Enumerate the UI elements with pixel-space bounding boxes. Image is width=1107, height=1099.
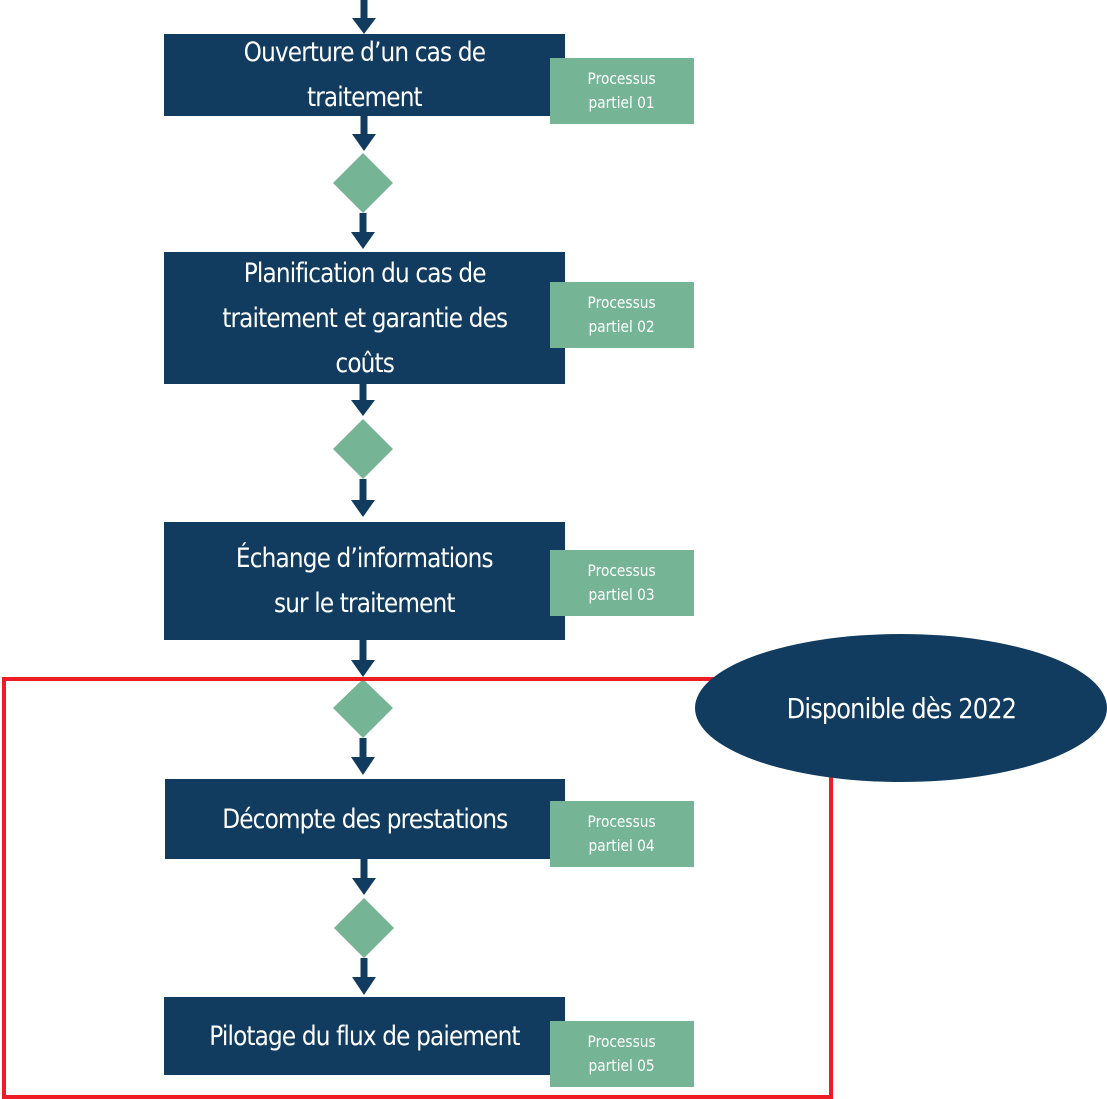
availability-ellipse: Disponible dès 2022 [695, 634, 1107, 782]
arrow-down-icon [352, 116, 376, 151]
arrow-down-icon [352, 859, 376, 895]
subprocess-tag: Processus partiel 04 [550, 801, 694, 867]
subprocess-tag: Processus partiel 01 [550, 58, 694, 124]
subprocess-tag-label: Processus partiel 04 [587, 812, 657, 855]
arrow-down-icon [352, 0, 376, 34]
step-opening-treatment-case: Ouverture d’un cas de traitement [164, 34, 565, 116]
step-planning-treatment-case: Planification du cas de traitement et ga… [164, 252, 565, 384]
step-information-exchange: Échange d’informations sur le traitement [164, 522, 565, 640]
arrow-down-icon [351, 738, 375, 775]
arrow-down-icon [351, 640, 375, 677]
decision-diamond-icon [333, 153, 393, 213]
step-label: Pilotage du flux de paiement [209, 1020, 520, 1052]
subprocess-tag-label: Processus partiel 01 [587, 69, 657, 112]
step-service-billing: Décompte des prestations [165, 779, 565, 859]
decision-diamond-icon [334, 898, 394, 958]
arrow-down-icon [352, 958, 376, 995]
subprocess-tag: Processus partiel 05 [550, 1021, 694, 1087]
availability-label: Disponible dès 2022 [786, 691, 1016, 725]
subprocess-tag: Processus partiel 02 [550, 282, 694, 348]
step-label: Échange d’informations sur le traitement [236, 543, 494, 619]
decision-diamond-icon [333, 419, 393, 479]
step-label: Planification du cas de traitement et ga… [221, 257, 508, 379]
subprocess-tag-label: Processus partiel 05 [587, 1032, 657, 1075]
step-label: Ouverture d’un cas de traitement [243, 37, 486, 113]
subprocess-tag: Processus partiel 03 [550, 550, 694, 616]
arrow-down-icon [351, 384, 375, 416]
arrow-down-icon [351, 213, 375, 249]
decision-diamond-icon [333, 679, 393, 738]
step-payment-flow-control: Pilotage du flux de paiement [164, 997, 565, 1075]
arrow-down-icon [351, 479, 375, 517]
subprocess-tag-label: Processus partiel 02 [587, 293, 657, 336]
subprocess-tag-label: Processus partiel 03 [587, 561, 657, 604]
step-label: Décompte des prestations [222, 803, 508, 835]
